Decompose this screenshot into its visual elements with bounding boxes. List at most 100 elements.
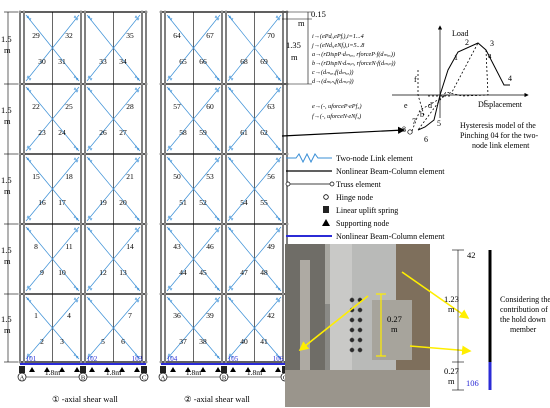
link-spring: [275, 297, 281, 303]
hinge-node: [281, 222, 285, 226]
hinge-node: [18, 82, 22, 86]
link-diagonal: [227, 14, 282, 82]
panel-number: 6: [121, 337, 125, 346]
node-id: 102: [87, 355, 98, 363]
panel-number: 35: [126, 31, 134, 40]
hysteresis-caption: Hysteresis model of the Pinching 04 for …: [460, 121, 539, 150]
hinge-node: [18, 222, 22, 226]
link-spring: [26, 285, 32, 291]
hinge-node: [22, 152, 26, 156]
link-spring: [228, 285, 234, 291]
panel-number: 68: [240, 57, 248, 66]
equation-e: e→(-, uforceP·ePf₃): [312, 103, 362, 110]
link-spring: [87, 297, 93, 303]
link-spring: [275, 145, 281, 151]
node-id: 106: [273, 355, 284, 363]
link-diagonal: [166, 86, 221, 152]
uplift-spring: [160, 366, 166, 373]
hinge-node: [18, 152, 22, 156]
story-height-unit: m: [4, 186, 11, 196]
link-spring: [228, 87, 234, 93]
equation-d: d→(dₘᵢₙ,f(dₘᵢₙ)): [312, 78, 354, 85]
wall1-caption: ① -axial shear wall: [52, 394, 119, 404]
point-8-marker: [407, 129, 413, 135]
panel-number: 54: [240, 198, 248, 207]
link-spring: [228, 15, 234, 21]
panel-number: 65: [179, 57, 187, 66]
link-spring: [167, 157, 173, 163]
reloading-path: [411, 42, 479, 132]
hinge-node: [281, 292, 285, 296]
equation-b: b→(rDispN·dₘᵢₙ, rforceN·f(dₘᵢₙ)): [312, 60, 395, 67]
panel-number: 51: [179, 198, 187, 207]
hold-down-bolts: [349, 297, 363, 353]
link-spring: [73, 157, 79, 163]
story-height-value: 1.5: [1, 245, 12, 255]
uplift-spring: [19, 366, 25, 373]
link-spring: [275, 353, 281, 359]
link-diagonal: [166, 226, 221, 292]
panel-number: 15: [32, 172, 40, 181]
hinge-node: [22, 10, 26, 14]
link-diagonal: [227, 156, 282, 222]
equation-i: i→(ePdᵢ,ePfᵢ),i=1...4: [312, 33, 364, 40]
left-dimension-lines: [4, 11, 18, 363]
panel-number: 5: [101, 337, 105, 346]
panel-number: 16: [38, 198, 46, 207]
link-spring: [134, 215, 140, 221]
panel-number: 42: [267, 311, 275, 320]
panel-number: 33: [99, 57, 107, 66]
panel-number: 38: [199, 337, 207, 346]
photo-dim-value: 0.27: [387, 314, 402, 324]
link-spring: [214, 215, 220, 221]
story-height-value: 1.5: [1, 175, 12, 185]
uplift-spring: [80, 366, 86, 373]
hinge-node: [79, 222, 83, 226]
panel-number: 50: [173, 172, 181, 181]
caption-line-1: Hysteresis model of the: [460, 121, 536, 130]
bolt: [357, 337, 363, 343]
link-spring: [87, 157, 93, 163]
span-label: 1.8m: [186, 368, 201, 377]
link-spring: [275, 227, 281, 233]
top-small-dim: 0.15: [311, 9, 326, 19]
note-line-4: member: [510, 325, 537, 334]
point-label-e: e: [404, 101, 408, 110]
panel-number: 44: [179, 268, 187, 277]
bolt: [357, 347, 363, 353]
legend-nonlinear-label: Nonlinear Beam-Column element: [336, 167, 445, 176]
top-dimension-lines: [282, 11, 312, 85]
link-spring: [87, 227, 93, 233]
link-spring: [214, 353, 220, 359]
axis-label: A: [20, 375, 25, 382]
story-height-unit: m: [4, 325, 11, 335]
panel-number: 70: [267, 31, 275, 40]
panel-number: 14: [126, 242, 134, 251]
upper-length-value: 1.23: [444, 294, 459, 304]
panel-number: 34: [119, 57, 127, 66]
hinge-node: [285, 222, 289, 226]
panel-number: 48: [260, 268, 268, 277]
link-spring: [214, 75, 220, 81]
hinge-node: [159, 222, 163, 226]
panel-number: 46: [206, 242, 214, 251]
legend-hinge-symbol: [323, 194, 329, 200]
panel-number: 25: [65, 102, 73, 111]
support-triangle: [119, 367, 125, 372]
link-spring: [167, 285, 173, 291]
panel-number: 61: [240, 128, 248, 137]
link-diagonal: [227, 86, 282, 152]
hinge-node: [79, 152, 83, 156]
legend-spring-label: Linear uplift spring: [336, 206, 398, 215]
link-spring: [214, 285, 220, 291]
note-line-1: Considering the: [500, 295, 550, 304]
stud-height-unit: m: [291, 52, 298, 62]
link-spring: [87, 145, 93, 151]
point-label-2: 2: [465, 38, 469, 47]
panel-number: 23: [38, 128, 46, 137]
support-triangle: [59, 367, 65, 372]
link-spring: [275, 87, 281, 93]
panel-number: 69: [260, 57, 268, 66]
upper-length-unit: m: [448, 304, 455, 314]
